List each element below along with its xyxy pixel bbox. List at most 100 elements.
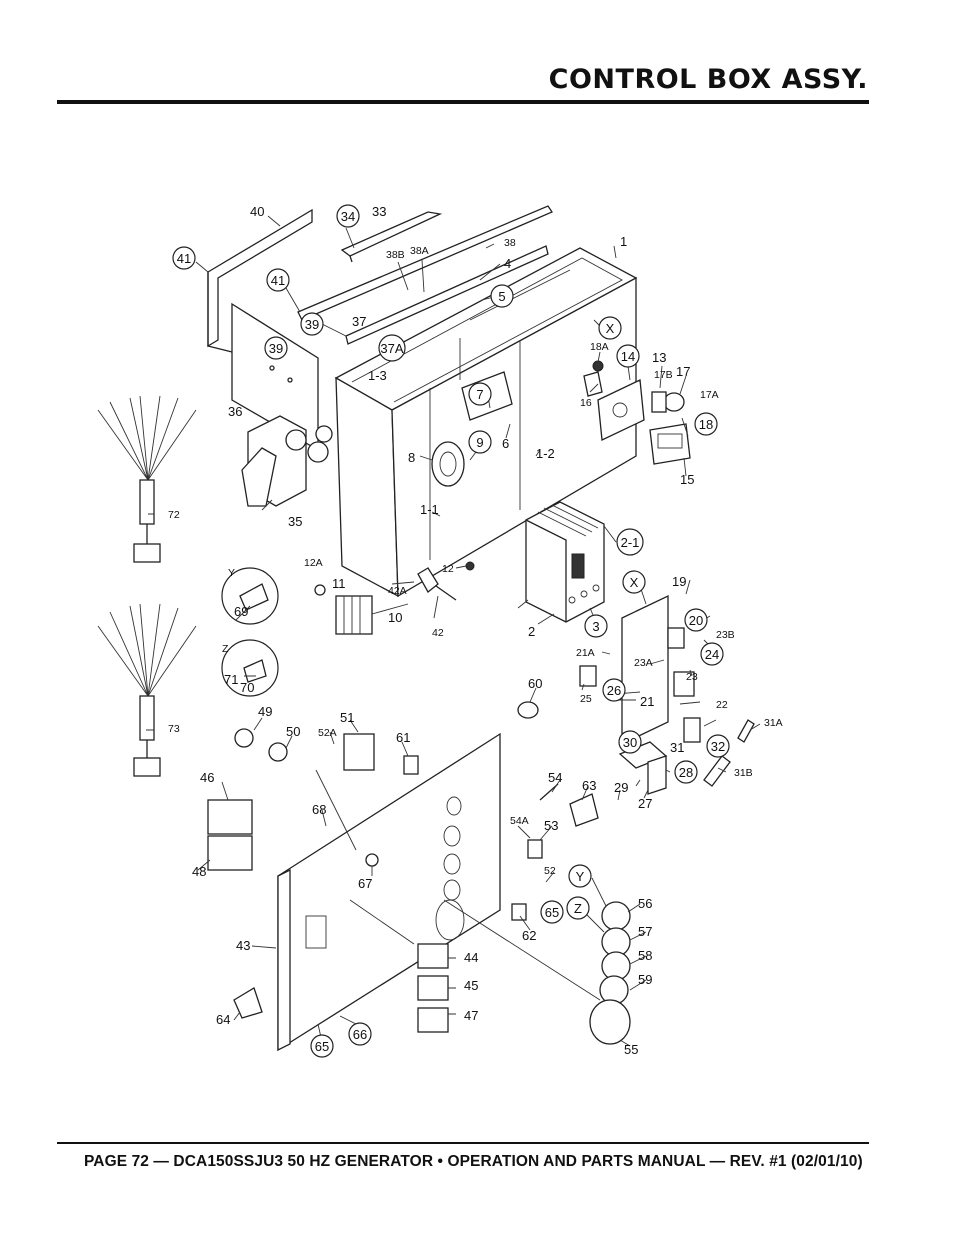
- terminal-block-10: [335, 595, 373, 635]
- svg-text:41: 41: [177, 251, 191, 266]
- svg-text:15: 15: [680, 472, 694, 487]
- fuse-holder-17: [651, 391, 685, 413]
- bolt-42: [417, 561, 475, 601]
- svg-text:72: 72: [168, 509, 180, 521]
- switch-53: [527, 839, 543, 859]
- svg-text:7: 7: [476, 387, 483, 402]
- panel-33: [340, 211, 443, 263]
- hardware-18a: [583, 360, 604, 397]
- bracket-63: [569, 793, 599, 827]
- bracket-41: [297, 205, 553, 345]
- svg-text:39: 39: [305, 317, 319, 332]
- svg-text:25: 25: [580, 693, 592, 705]
- lamp-60: [517, 701, 539, 719]
- meter-45: [417, 975, 449, 1001]
- svg-text:13: 13: [652, 350, 666, 365]
- circuit-breaker-2: [525, 501, 605, 623]
- svg-text:19: 19: [672, 574, 686, 589]
- svg-text:23A: 23A: [634, 657, 653, 669]
- current-transformer-8: [431, 441, 465, 487]
- svg-text:52A: 52A: [318, 727, 337, 739]
- svg-text:17: 17: [676, 364, 690, 379]
- switch-62: [511, 903, 527, 921]
- svg-text:73: 73: [168, 723, 180, 735]
- svg-text:70: 70: [240, 680, 254, 695]
- svg-text:12: 12: [442, 563, 454, 575]
- svg-text:42: 42: [432, 627, 444, 639]
- svg-text:6: 6: [502, 436, 509, 451]
- toggle-61: [403, 755, 419, 775]
- hour-meter-48: [207, 835, 253, 871]
- control-box-frame-1: [334, 247, 638, 598]
- svg-text:Y: Y: [228, 567, 235, 579]
- svg-text:66: 66: [353, 1027, 367, 1042]
- svg-text:16: 16: [580, 397, 592, 409]
- bracket-64: [233, 987, 263, 1019]
- svg-text:1-2: 1-2: [536, 446, 555, 461]
- svg-text:9: 9: [476, 435, 483, 450]
- svg-text:39: 39: [269, 341, 283, 356]
- svg-text:14: 14: [621, 349, 635, 364]
- gauges-55-59: [589, 901, 631, 1045]
- svg-text:36: 36: [228, 404, 242, 419]
- wiring-harness-72: [97, 395, 197, 563]
- svg-text:18A: 18A: [590, 341, 609, 353]
- nut-12a: [314, 584, 326, 596]
- svg-text:34: 34: [341, 209, 355, 224]
- svg-text:68: 68: [312, 802, 326, 817]
- svg-text:69: 69: [234, 604, 248, 619]
- svg-text:12A: 12A: [304, 557, 323, 569]
- svg-text:37: 37: [352, 314, 366, 329]
- svg-text:43: 43: [236, 938, 250, 953]
- svg-text:10: 10: [388, 610, 402, 625]
- header-rule: [57, 100, 869, 104]
- svg-text:38B: 38B: [386, 249, 405, 261]
- svg-text:62: 62: [522, 928, 536, 943]
- svg-text:60: 60: [528, 676, 542, 691]
- fuse-31a: [737, 719, 755, 743]
- svg-text:31A: 31A: [764, 717, 783, 729]
- svg-text:56: 56: [638, 896, 652, 911]
- svg-text:51: 51: [340, 710, 354, 725]
- svg-text:Y: Y: [576, 869, 585, 884]
- svg-text:27: 27: [638, 796, 652, 811]
- svg-text:49: 49: [258, 704, 272, 719]
- svg-text:17A: 17A: [700, 389, 719, 401]
- svg-text:54: 54: [548, 770, 562, 785]
- svg-text:21A: 21A: [576, 647, 595, 659]
- svg-text:3: 3: [592, 619, 599, 634]
- switch-67: [365, 853, 379, 867]
- svg-text:52: 52: [544, 865, 556, 877]
- svg-text:28: 28: [679, 765, 693, 780]
- svg-text:1-3: 1-3: [368, 368, 387, 383]
- svg-text:42A: 42A: [388, 585, 407, 597]
- svg-text:57: 57: [638, 924, 652, 939]
- switch-49: [234, 728, 254, 748]
- svg-text:2-1: 2-1: [621, 535, 640, 550]
- svg-text:8: 8: [408, 450, 415, 465]
- footer-rule: [57, 1142, 869, 1144]
- svg-text:63: 63: [582, 778, 596, 793]
- svg-text:46: 46: [200, 770, 214, 785]
- circled-labels: 34 41 41 39 39 37A 5 X 14 18 7 9 2-1 3 2…: [172, 204, 730, 1058]
- svg-text:54A: 54A: [510, 815, 529, 827]
- fuse-54: [539, 783, 559, 801]
- svg-text:33: 33: [372, 204, 386, 219]
- page-footer: PAGE 72 — DCA150SSJU3 50 HZ GENERATOR • …: [84, 1153, 863, 1170]
- svg-text:45: 45: [464, 978, 478, 993]
- meter-15: [649, 423, 691, 465]
- part-number-labels: 40 33 38B 38A 38 4 1 37 1-3 36 35 8 6 1-…: [168, 204, 783, 1057]
- svg-text:58: 58: [638, 948, 652, 963]
- svg-text:29: 29: [614, 780, 628, 795]
- svg-text:65: 65: [315, 1039, 329, 1054]
- bracket-28: [618, 741, 668, 795]
- svg-text:Z: Z: [222, 643, 229, 655]
- meter-44: [417, 943, 449, 969]
- svg-text:59: 59: [638, 972, 652, 987]
- svg-text:31B: 31B: [734, 767, 753, 779]
- fuse-31b: [703, 755, 731, 787]
- svg-text:26: 26: [607, 683, 621, 698]
- svg-text:44: 44: [464, 950, 478, 965]
- svg-text:32: 32: [711, 739, 725, 754]
